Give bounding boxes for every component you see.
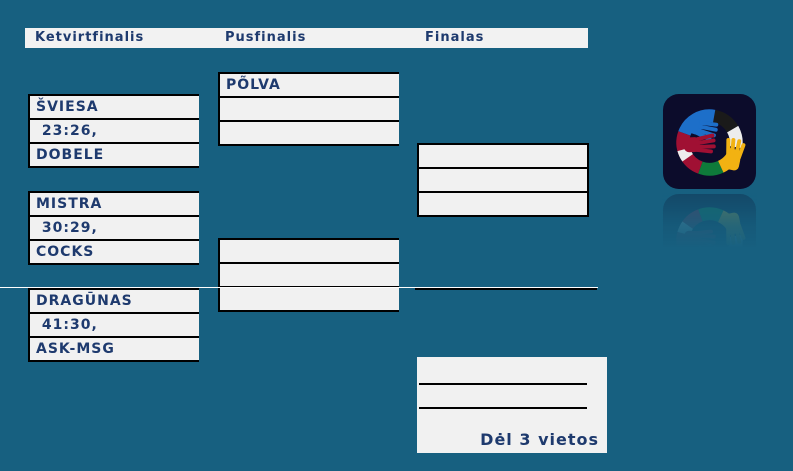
team-cell: DRAGŪNAS (30, 290, 199, 314)
semifinal-match-2 (218, 238, 399, 312)
empty-cell (220, 288, 399, 312)
grid-line (0, 287, 598, 288)
team-cell: ASK-MSG (30, 338, 199, 362)
border-line (415, 288, 597, 290)
third-place-box: Dėl 3 vietos (417, 357, 607, 453)
column-header-final: Finalas (425, 30, 485, 45)
final-match (417, 143, 589, 217)
quarterfinal-match-1: ŠVIESA 23:26, DOBELE (28, 94, 199, 168)
score-cell: 41:30, (30, 314, 199, 338)
score-cell: 23:26, (30, 120, 199, 144)
team-cell: PÕLVA (220, 74, 399, 98)
logo-reflection (662, 193, 757, 251)
empty-cell (220, 98, 399, 122)
empty-cell (419, 145, 587, 169)
empty-cell (419, 193, 587, 217)
column-header-quarterfinals: Ketvirtfinalis (35, 30, 145, 45)
three-hands-logo-icon (662, 94, 757, 189)
third-place-line-1 (419, 383, 587, 385)
baltic-league-logo (662, 93, 757, 190)
third-place-label: Dėl 3 vietos (480, 430, 599, 449)
empty-cell (220, 264, 399, 288)
team-cell: MISTRA (30, 193, 199, 217)
quarterfinal-match-3: DRAGŪNAS 41:30, ASK-MSG (28, 288, 199, 362)
empty-cell (220, 122, 399, 146)
third-place-line-2 (419, 407, 587, 409)
team-cell: DOBELE (30, 144, 199, 168)
reflection-fade (662, 193, 757, 251)
empty-cell (419, 169, 587, 193)
column-header-semifinals: Pusfinalis (225, 30, 307, 45)
team-cell: COCKS (30, 241, 199, 265)
team-cell: ŠVIESA (30, 96, 199, 120)
column-header-strip: Ketvirtfinalis Pusfinalis Finalas (25, 28, 588, 48)
empty-cell (220, 240, 399, 264)
semifinal-match-1: PÕLVA (218, 72, 399, 146)
score-cell: 30:29, (30, 217, 199, 241)
quarterfinal-match-2: MISTRA 30:29, COCKS (28, 191, 199, 265)
